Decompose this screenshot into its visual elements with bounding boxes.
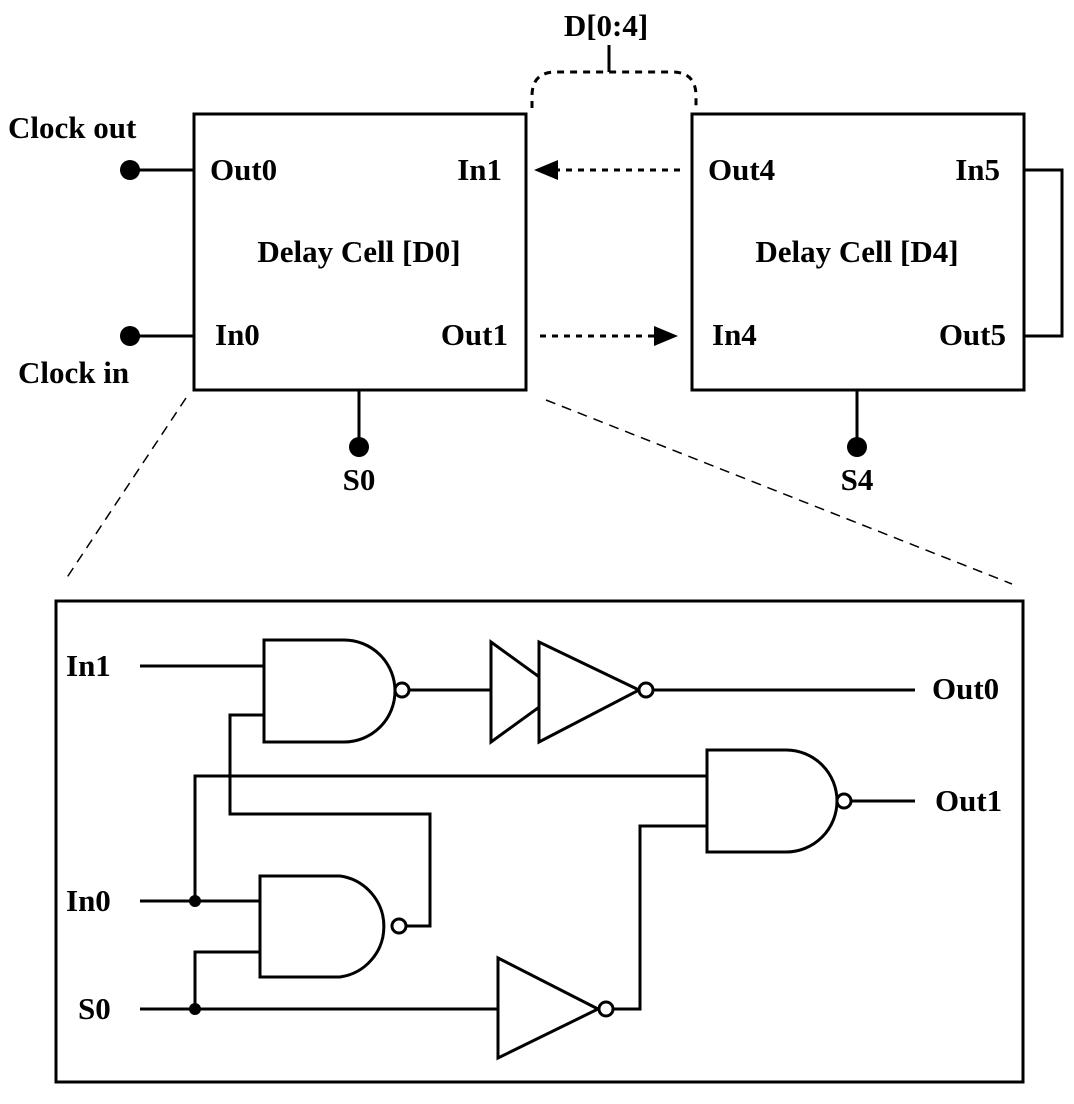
inverter <box>496 955 602 1061</box>
d0-in0-label: In0 <box>215 317 260 352</box>
d4-in4-label: In4 <box>712 317 757 352</box>
d4-out4-label: Out4 <box>708 152 775 187</box>
detail-out1-label: Out1 <box>935 783 1002 818</box>
s0-terminal <box>349 437 369 457</box>
clock-in-terminal <box>120 326 140 346</box>
nand-gate-2 <box>258 874 386 979</box>
s4-terminal <box>847 437 867 457</box>
nand-gate-3-bubble <box>835 792 853 810</box>
nand-gate-1 <box>262 638 397 744</box>
d4-title: Delay Cell [D4] <box>755 234 958 269</box>
d4-in5-label: In5 <box>955 152 1000 187</box>
in0-junction <box>189 895 201 907</box>
clock-in-label: Clock in <box>18 355 129 390</box>
nand-gate-3 <box>705 748 839 854</box>
zoom-line-left <box>63 397 187 583</box>
nand-gate-1-bubble <box>393 681 411 699</box>
delay-cell-d4 <box>690 112 1026 392</box>
clock-out-label: Clock out <box>8 110 137 145</box>
detail-s0-label: S0 <box>78 991 111 1026</box>
detail-in0-label: In0 <box>66 883 111 918</box>
detail-in1-label: In1 <box>66 648 111 683</box>
zoom-line-right <box>545 399 1013 585</box>
bus-label: D[0:4] <box>564 8 648 43</box>
detail-out0-label: Out0 <box>932 671 999 706</box>
bus-bracket <box>530 70 698 108</box>
nand-gate-2-bubble <box>390 917 408 935</box>
inverter-bubble <box>597 1000 615 1018</box>
in0-branch-wire <box>193 774 707 901</box>
feedback-wire <box>228 713 432 928</box>
d0-out1-label: Out1 <box>441 317 508 352</box>
s0-junction <box>189 1003 201 1015</box>
d0-title: Delay Cell [D0] <box>257 234 460 269</box>
s4-label: S4 <box>841 462 874 497</box>
in1-arrowhead <box>534 160 558 180</box>
in4-arrowhead <box>654 326 678 346</box>
s0-label: S0 <box>343 462 376 497</box>
inverter-to-nand3-wire <box>614 824 707 1011</box>
buffer-stage-2 <box>537 639 643 745</box>
d4-loopback-wire <box>1024 168 1064 338</box>
buffer-stage-1 <box>489 639 563 745</box>
d4-out5-label: Out5 <box>939 317 1006 352</box>
d0-out0-label: Out0 <box>210 152 277 187</box>
s0-branch-wire <box>193 950 260 1009</box>
d0-in1-label: In1 <box>457 152 502 187</box>
buffer-bubble <box>637 681 655 699</box>
clock-out-terminal <box>120 160 140 180</box>
